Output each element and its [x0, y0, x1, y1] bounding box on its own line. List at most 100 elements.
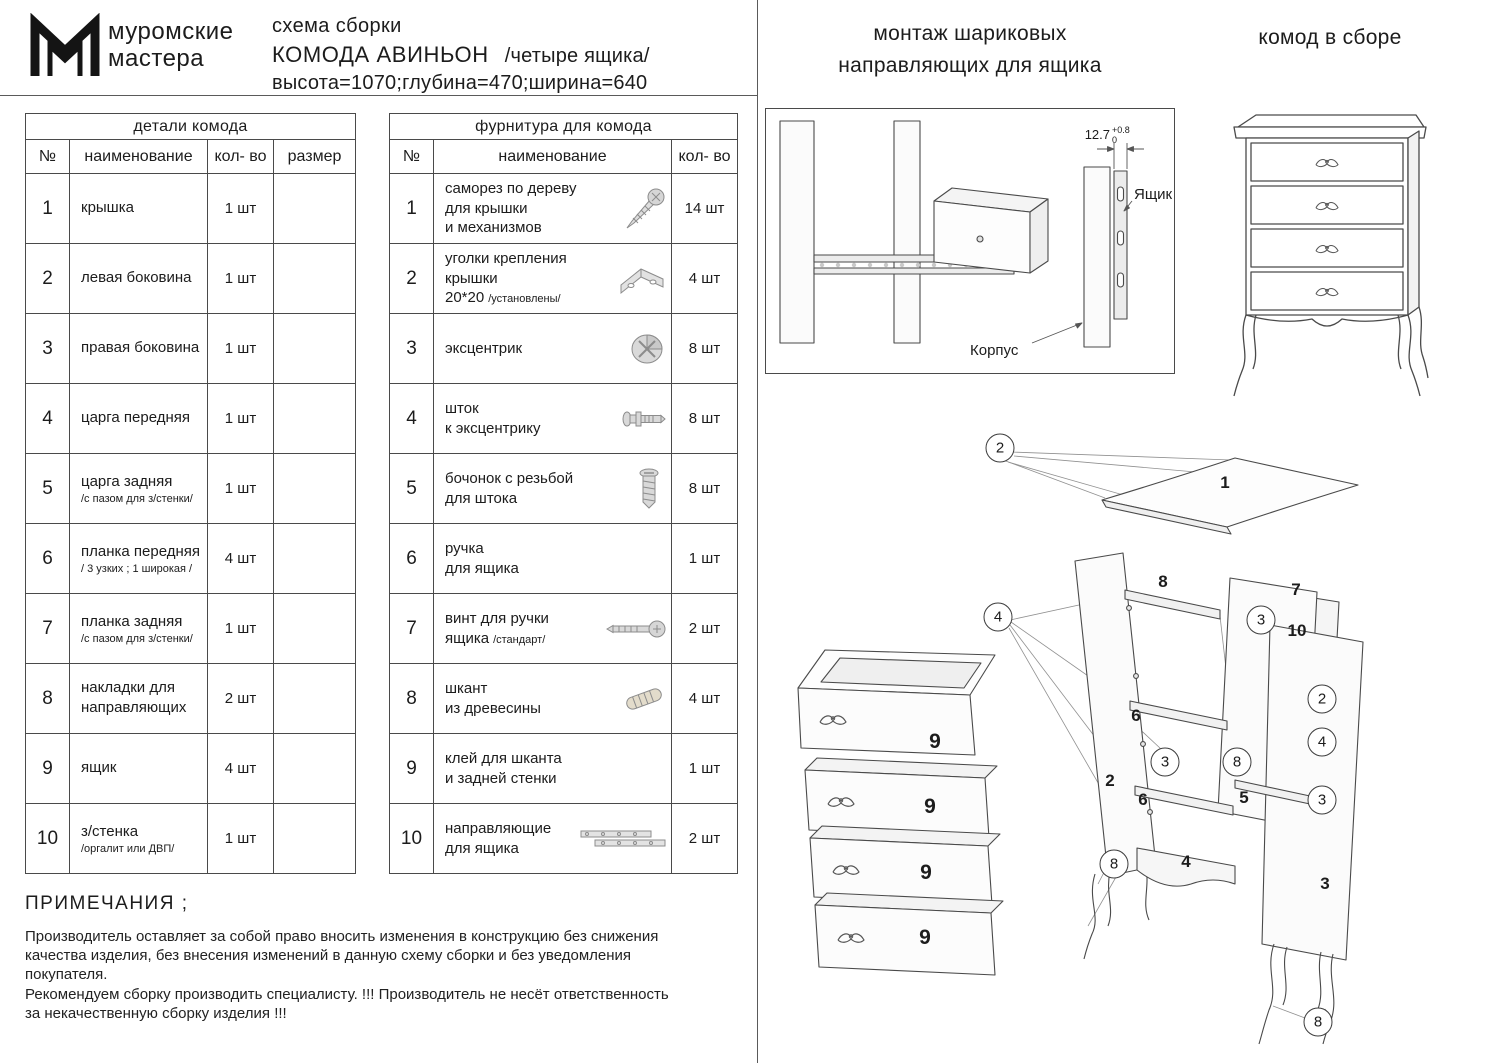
table-row: 2 уголки крепления крышки 20*20/установл…	[389, 243, 739, 314]
col-header-qty: кол- во	[670, 139, 739, 174]
dimension-tolerance-high: +0.8	[1112, 125, 1130, 135]
product-name: КОМОДА АВИНЬОН	[272, 42, 489, 67]
part-number: 3	[25, 313, 70, 384]
hardware-name: эксцентрик	[433, 313, 672, 384]
slide-mounting-diagram: 12.7 +0.8 0 Ящик Корпус	[765, 108, 1175, 374]
part-size	[272, 663, 357, 734]
callout-circle: 8	[1303, 1007, 1333, 1037]
part-number: 1	[25, 173, 70, 244]
hardware-number: 3	[389, 313, 434, 384]
body-panel-detail	[1083, 166, 1111, 348]
drawer-2	[804, 757, 998, 839]
table-row: 1 саморез по дереву для крышки и механиз…	[389, 173, 739, 244]
chest-leg-back-right	[1418, 306, 1429, 379]
drawer-label: Ящик	[1134, 186, 1173, 203]
drawer-slides-icon	[579, 828, 667, 850]
hardware-qty: 2 шт	[670, 803, 739, 874]
callout-circle: 3	[1246, 605, 1276, 635]
part-number: 6	[25, 523, 70, 594]
part-qty: 1 шт	[207, 383, 274, 454]
part-number: 2	[25, 243, 70, 314]
part-qty: 1 шт	[207, 453, 274, 524]
part-number: 10	[25, 803, 70, 874]
part-name: левая боковина	[69, 243, 208, 314]
part-size	[272, 243, 357, 314]
hardware-qty: 4 шт	[670, 663, 739, 734]
part-size	[272, 173, 357, 244]
dimension-value: 12.7	[1085, 127, 1110, 142]
assembled-chest-drawing	[1222, 105, 1432, 403]
chest-top-edge	[1233, 126, 1427, 139]
hardware-number: 7	[389, 593, 434, 664]
part-number: 4	[25, 383, 70, 454]
part-label: 2	[1105, 771, 1115, 790]
drawer-label: 9	[919, 926, 931, 949]
part-qty: 1 шт	[207, 173, 274, 244]
hardware-name: направляющие для ящика	[433, 803, 672, 874]
part-label: 10	[1287, 621, 1307, 640]
part-qty: 4 шт	[207, 733, 274, 804]
slide-rail-inner	[813, 267, 1015, 275]
callout-circle: 2	[985, 433, 1015, 463]
col-header-num: №	[25, 139, 70, 174]
chest-top-face	[1237, 114, 1425, 128]
part-qty: 1 шт	[207, 243, 274, 314]
drawer-rail-detail	[1113, 170, 1128, 320]
wood-dowel-icon	[621, 682, 667, 716]
callout-circle: 4	[1307, 727, 1337, 757]
part-label: 7	[1291, 580, 1301, 599]
table-row: 5 бочонок с резьбой для штока 8 шт	[389, 453, 739, 524]
table-row: 8 шкант из древесины 4 шт	[389, 663, 739, 734]
table-row: 4 шток к эксцентрику 8 шт	[389, 383, 739, 454]
callout-circle: 3	[1150, 747, 1180, 777]
chest-side-face	[1407, 130, 1420, 316]
hardware-qty: 14 шт	[670, 173, 739, 244]
hardware-number: 6	[389, 523, 434, 594]
vertical-divider	[757, 0, 758, 1063]
part-number: 9	[25, 733, 70, 804]
assembled-section-title: комод в сборе	[1258, 26, 1402, 49]
part-name: планка задняя/с пазом для з/стенки/	[69, 593, 208, 664]
part-label: 6	[1131, 706, 1141, 725]
hardware-qty: 1 шт	[670, 733, 739, 804]
col-header-name: наименование	[69, 139, 208, 174]
part-name: ящик	[69, 733, 208, 804]
threaded-barrel-icon	[631, 467, 667, 511]
brand-name: муромские мастера	[108, 18, 234, 73]
drawer-label: 9	[929, 730, 941, 753]
slide-section-title: монтаж шариковых направляющих для ящика	[838, 22, 1102, 77]
part-name: царга передняя	[69, 383, 208, 454]
part-name: царга задняя/с пазом для з/стенки/	[69, 453, 208, 524]
cam-bolt-icon	[621, 408, 667, 430]
hardware-qty: 8 шт	[670, 313, 739, 384]
doc-type: схема сборки	[272, 15, 402, 37]
drawer-label: 9	[924, 795, 936, 818]
product-dimensions: высота=1070;глубина=470;ширина=640	[272, 72, 648, 94]
part-size	[272, 803, 357, 874]
drawer-4	[814, 892, 1004, 976]
drawer-box	[933, 187, 1049, 274]
hardware-name: шкант из древесины	[433, 663, 672, 734]
hardware-number: 10	[389, 803, 434, 874]
notes-paragraph-2: Рекомендуем сборку производить специалис…	[25, 986, 669, 1022]
corner-bracket-icon	[617, 257, 667, 301]
hardware-number: 8	[389, 663, 434, 734]
part-name: з/стенка/оргалит или ДВП/	[69, 803, 208, 874]
part-name: правая боковина	[69, 313, 208, 384]
part-qty: 4 шт	[207, 523, 274, 594]
part-number: 5	[25, 453, 70, 524]
col-header-size: размер	[272, 139, 357, 174]
part-label: 3	[1320, 874, 1330, 893]
part-label: 6	[1138, 790, 1148, 809]
callout-circle: 4	[983, 602, 1013, 632]
callout-circle: 2	[1307, 684, 1337, 714]
hardware-number: 2	[389, 243, 434, 314]
part-label: 4	[1181, 852, 1191, 871]
col-header-qty: кол- во	[207, 139, 274, 174]
table-row: 6 ручка для ящика 1 шт	[389, 523, 739, 594]
part-size	[272, 593, 357, 664]
callout-circle: 8	[1222, 747, 1252, 777]
